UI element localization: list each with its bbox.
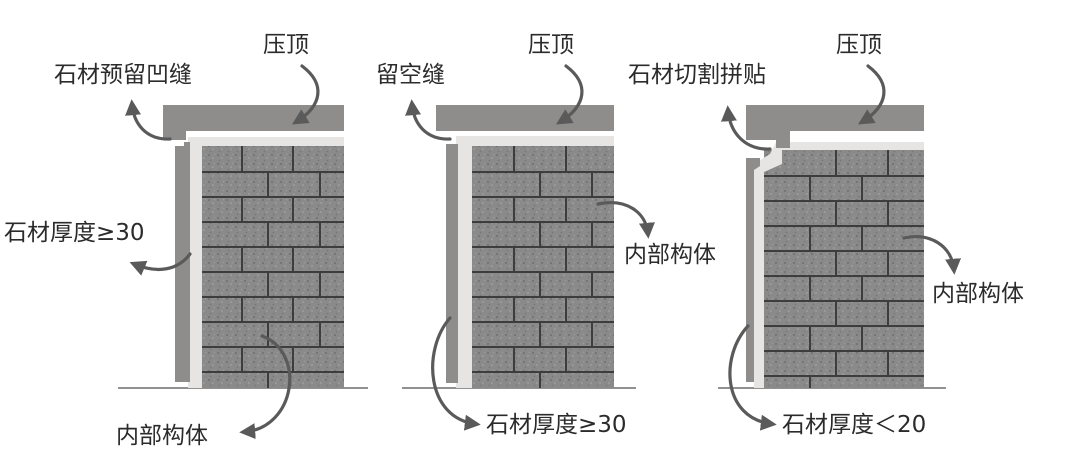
arrow-joint [405, 99, 452, 141]
arrow-joint [125, 99, 172, 141]
label-coping: 压顶 [836, 32, 882, 58]
inner-wall [472, 146, 614, 388]
arrow-inner-structure [239, 334, 292, 440]
stone-cladding [446, 144, 458, 383]
coping-stone [163, 105, 344, 140]
label-thickness: 石材厚度＜20 [782, 412, 926, 438]
arrow-thickness [431, 316, 481, 431]
arrow-coping [291, 64, 320, 125]
label-inner-structure: 内部构体 [116, 423, 208, 449]
label-coping: 压顶 [528, 32, 574, 58]
label-inner-structure: 内部构体 [624, 242, 716, 268]
label-thickness: 石材厚度≥30 [486, 412, 627, 438]
coping-stone [436, 105, 614, 131]
label-inner-structure: 内部构体 [932, 281, 1024, 307]
arrow-joint [720, 105, 772, 151]
stone-gap [456, 136, 614, 388]
arrow-thickness [728, 324, 777, 431]
arrow-coping [857, 64, 886, 125]
arrow-inner-structure [596, 201, 655, 239]
stone-gap [754, 142, 924, 388]
panel-1: 压顶 石材预留凹缝 石材厚度≥30 内部构体 [4, 32, 368, 449]
arrow-coping [555, 64, 584, 125]
panel-3: 压顶 石材切割拼贴 石材厚度＜20 内部构体 [628, 32, 1024, 438]
label-coping: 压顶 [263, 32, 309, 58]
label-thickness: 石材厚度≥30 [4, 220, 145, 246]
coping-stone [746, 105, 924, 148]
inner-wall [202, 146, 344, 388]
label-joint: 石材预留凹缝 [54, 62, 192, 88]
label-joint: 留空缝 [376, 62, 445, 88]
inner-wall [764, 150, 924, 388]
panel-2: 压顶 留空缝 石材厚度≥30 内部构体 [376, 32, 716, 438]
label-joint: 石材切割拼贴 [628, 62, 766, 88]
arrow-inner-structure [902, 235, 962, 275]
arrow-thickness [129, 252, 192, 276]
